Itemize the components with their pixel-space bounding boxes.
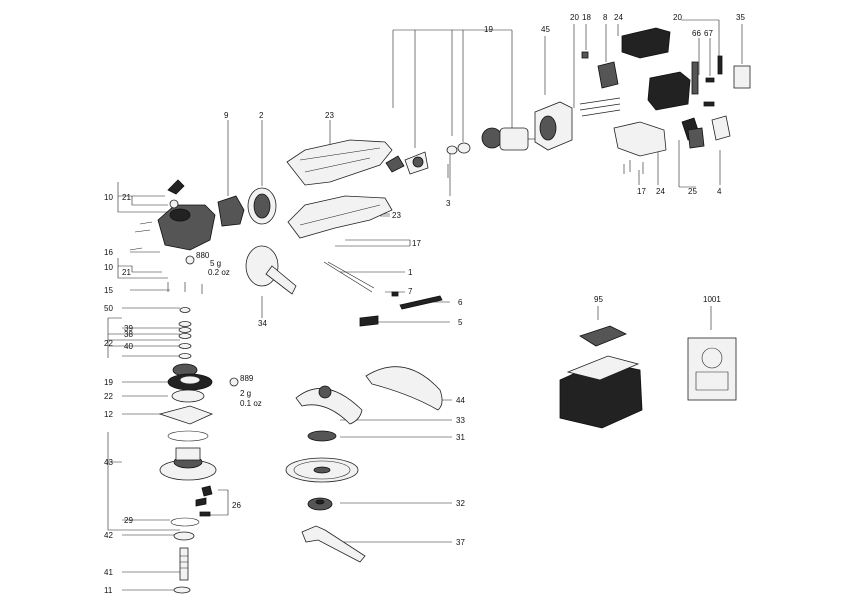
bearing-flange-plate — [158, 405, 214, 425]
svg-text:5 g: 5 g — [210, 259, 221, 268]
callout-3: 3 — [446, 199, 451, 208]
callout-23: 23 — [392, 211, 401, 220]
cable-clip — [399, 295, 443, 310]
spindle-lock-button — [167, 179, 185, 195]
callout-1: 1 — [408, 268, 413, 277]
callout-9: 9 — [224, 111, 229, 120]
callout-15: 15 — [104, 286, 113, 295]
svg-text:880: 880 — [196, 251, 210, 260]
callout-4: 4 — [717, 187, 722, 196]
callout-22: 22 — [104, 392, 113, 401]
callout-16: 16 — [104, 248, 113, 257]
callout-7: 7 — [408, 287, 413, 296]
callout-25: 25 — [688, 187, 697, 196]
callout-1001: 1001 — [703, 295, 721, 304]
wheel-guard-44 — [365, 366, 443, 411]
svg-text:889: 889 — [240, 374, 254, 383]
callout-10: 10 — [104, 193, 113, 202]
end-cap — [711, 115, 731, 141]
callout-22: 22 — [104, 339, 113, 348]
svg-text:0.1 oz: 0.1 oz — [240, 399, 262, 408]
rear-cover-upper — [621, 27, 671, 59]
callout-6: 6 — [458, 298, 463, 307]
callout-labels: 19 45 20 18 8 24 20 35 66 67 9 2 23 3 17… — [104, 13, 745, 595]
callout-41: 41 — [104, 568, 113, 577]
pin-spanner — [301, 525, 366, 563]
callout-66: 66 — [692, 29, 701, 38]
callout-20: 20 — [570, 13, 579, 22]
grease-note-880: 880 5 g 0.2 oz — [196, 251, 230, 277]
cable — [323, 261, 375, 293]
parts — [129, 27, 751, 594]
callout-43: 43 — [104, 458, 113, 467]
rating-label — [733, 65, 751, 89]
leader-lines — [107, 19, 743, 591]
callout-42: 42 — [104, 531, 113, 540]
callout-32: 32 — [456, 499, 465, 508]
callout-38: 38 — [124, 330, 133, 339]
callout-67: 67 — [704, 29, 713, 38]
stator — [534, 101, 573, 151]
callout-34: 34 — [258, 319, 267, 328]
callout-29: 29 — [124, 516, 133, 525]
armature — [481, 127, 540, 151]
callout-24: 24 — [656, 187, 665, 196]
callout-18: 18 — [582, 13, 591, 22]
manual-document — [687, 337, 737, 401]
callout-31: 31 — [456, 433, 465, 442]
callout-21: 21 — [122, 268, 131, 277]
callout-50: 50 — [104, 304, 113, 313]
electronics-module — [647, 71, 691, 111]
grinding-disc — [285, 457, 359, 483]
callout-8: 8 — [603, 13, 608, 22]
side-handle — [245, 245, 297, 295]
callout-33: 33 — [456, 416, 465, 425]
callout-35: 35 — [736, 13, 745, 22]
callout-10: 10 — [104, 263, 113, 272]
callout-5: 5 — [458, 318, 463, 327]
svg-text:2 g: 2 g — [240, 389, 251, 398]
flange-stack — [172, 307, 198, 377]
callout-24: 24 — [614, 13, 623, 22]
housing-half-lower — [287, 195, 393, 239]
callout-17: 17 — [412, 239, 421, 248]
bearing-plate — [217, 195, 245, 227]
housing-half-upper — [286, 139, 393, 186]
callout-21: 21 — [122, 193, 131, 202]
spindle — [179, 547, 189, 581]
callout-19: 19 — [484, 25, 493, 34]
svg-text:0.2 oz: 0.2 oz — [208, 268, 230, 277]
grease-note-889: 889 2 g 0.1 oz — [240, 374, 262, 408]
callout-17: 17 — [637, 187, 646, 196]
callout-19: 19 — [104, 378, 113, 387]
spindle-housing — [159, 447, 217, 481]
rear-cover-lower — [613, 121, 667, 157]
callout-44: 44 — [456, 396, 465, 405]
brush-holder — [597, 61, 619, 89]
callout-12: 12 — [104, 410, 113, 419]
callout-23: 23 — [325, 111, 334, 120]
callout-37: 37 — [456, 538, 465, 547]
callout-95: 95 — [594, 295, 603, 304]
callout-45: 45 — [541, 25, 550, 34]
battery-pack — [559, 325, 643, 429]
callout-11: 11 — [104, 586, 113, 595]
callout-2: 2 — [259, 111, 264, 120]
inner-flange — [307, 430, 337, 442]
callout-26: 26 — [232, 501, 241, 510]
callout-20: 20 — [673, 13, 682, 22]
callout-40: 40 — [124, 342, 133, 351]
callout-39: 39 — [124, 324, 133, 333]
